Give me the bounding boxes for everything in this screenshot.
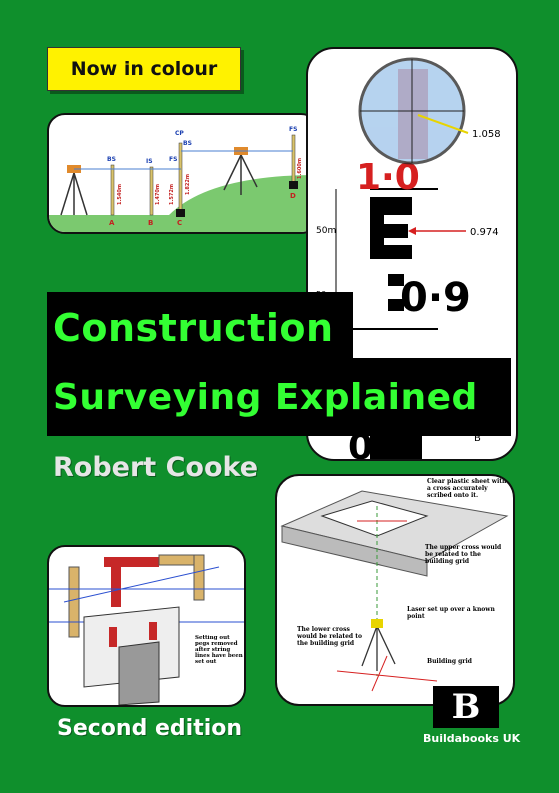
- svg-text:D: D: [290, 192, 296, 200]
- svg-text:C: C: [177, 219, 182, 227]
- edition-label: Second edition: [57, 716, 243, 741]
- setting-out-panel: Setting out pegs removed after string li…: [47, 545, 246, 707]
- svg-text:1.600m: 1.600m: [297, 158, 303, 179]
- svg-text:IS: IS: [146, 158, 153, 165]
- svg-text:1.572m: 1.572m: [169, 184, 175, 205]
- svg-text:BS: BS: [107, 156, 116, 163]
- svg-text:1.822m: 1.822m: [185, 174, 191, 195]
- svg-text:BS: BS: [183, 140, 192, 147]
- publisher-name: Buildabooks UK: [423, 732, 521, 745]
- author-name: Robert Cooke: [53, 452, 259, 483]
- title-line-1: Construction: [47, 292, 353, 364]
- svg-text:CP: CP: [175, 130, 184, 137]
- svg-text:A: A: [109, 219, 115, 227]
- svg-text:B: B: [474, 433, 481, 444]
- laser-setup-diagram: Clear plastic sheet with a cross accurat…: [280, 478, 509, 692]
- publisher-logo: B: [433, 686, 499, 728]
- setting-out-diagram: Setting out pegs removed after string li…: [49, 554, 244, 705]
- svg-text:0.974: 0.974: [470, 227, 499, 238]
- svg-text:1.470m: 1.470m: [155, 184, 161, 205]
- levelling-diagram: BS IS FS CP BS FS 1.540m 1.470m 1.572m 1…: [49, 126, 317, 232]
- svg-text:B: B: [148, 219, 153, 227]
- levelling-diagram-panel: BS IS FS CP BS FS 1.540m 1.470m 1.572m 1…: [47, 113, 319, 234]
- svg-text:0·9: 0·9: [400, 275, 471, 321]
- title-line-2: Surveying Explained: [47, 358, 511, 436]
- svg-text:FS: FS: [289, 126, 297, 133]
- svg-text:50m: 50m: [316, 226, 336, 236]
- laser-setup-panel: Clear plastic sheet with a cross accurat…: [275, 474, 515, 706]
- now-in-colour-badge: Now in colour: [47, 47, 241, 91]
- svg-text:1.058: 1.058: [472, 129, 501, 140]
- svg-text:FS: FS: [169, 156, 177, 163]
- laser-instrument-icon: [371, 619, 383, 628]
- svg-text:1.540m: 1.540m: [117, 184, 123, 205]
